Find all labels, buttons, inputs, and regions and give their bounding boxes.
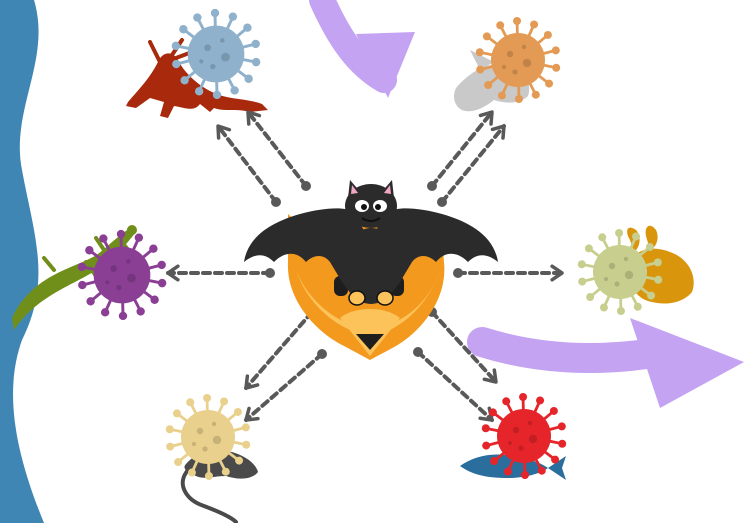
virus-purple-icon — [78, 230, 167, 320]
connector-arrow — [413, 347, 492, 420]
connector-arrow — [168, 266, 275, 280]
top-curved-arrow — [322, 0, 415, 98]
bat-icon — [244, 180, 498, 305]
connector-arrow — [246, 307, 317, 388]
water-band — [0, 0, 44, 523]
connector-arrow — [453, 266, 562, 280]
connector-arrow — [218, 126, 281, 207]
